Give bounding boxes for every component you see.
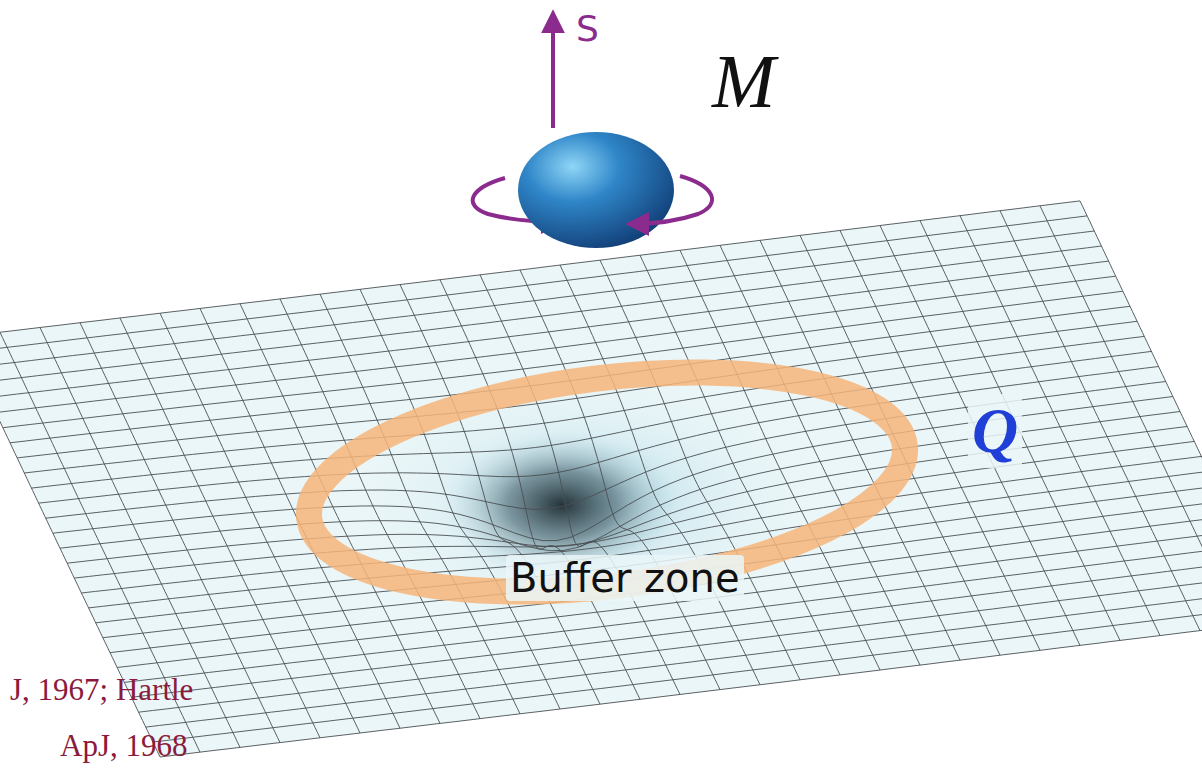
grid-line [117, 531, 1202, 667]
grid-line [360, 289, 560, 709]
grid-line [146, 591, 1202, 727]
grid-line [110, 516, 1202, 652]
grid-line [840, 231, 1040, 651]
grid-line [240, 304, 440, 724]
buffer-zone-ring [297, 342, 918, 622]
grid-line [1080, 201, 1202, 621]
citation-text: J, 1967; Hartle [6, 672, 197, 708]
spin-label: S [572, 8, 603, 49]
grid-line [520, 270, 720, 690]
grid-line [124, 546, 1202, 682]
grid-line [320, 294, 520, 714]
surface-fill [0, 201, 1202, 757]
grid-line [0, 332, 200, 752]
grid-line [560, 265, 760, 685]
grid-line [3, 291, 1123, 428]
buffer-zone-label: Buffer zone [506, 555, 744, 601]
grid-line [400, 285, 600, 705]
grid-line [440, 280, 640, 700]
grid-line [160, 313, 360, 733]
grid-lines [0, 201, 1202, 757]
grid-line [920, 221, 1120, 641]
grid-line [960, 216, 1160, 636]
grid-line [46, 382, 1166, 519]
grid-line [89, 471, 1202, 608]
grid-line [720, 245, 920, 665]
rotation-arrow-right [630, 176, 712, 224]
grid-line [24, 336, 1144, 473]
grid-line [153, 606, 1202, 742]
grid-line [103, 501, 1202, 637]
grid-line [160, 621, 1202, 757]
grid-line [680, 250, 880, 670]
quadrupole-label: Q [968, 394, 1022, 468]
grid-line [1000, 211, 1200, 631]
rotating-body [518, 132, 674, 248]
spin-axis-arrow [551, 14, 555, 128]
grid-line [640, 255, 840, 675]
grid-line [600, 260, 800, 680]
grid-line [760, 240, 960, 660]
grid-line [1040, 206, 1202, 626]
citation-text: ApJ, 1968 [56, 728, 191, 764]
mass-label: M [708, 38, 779, 125]
grid-line [0, 246, 1101, 382]
